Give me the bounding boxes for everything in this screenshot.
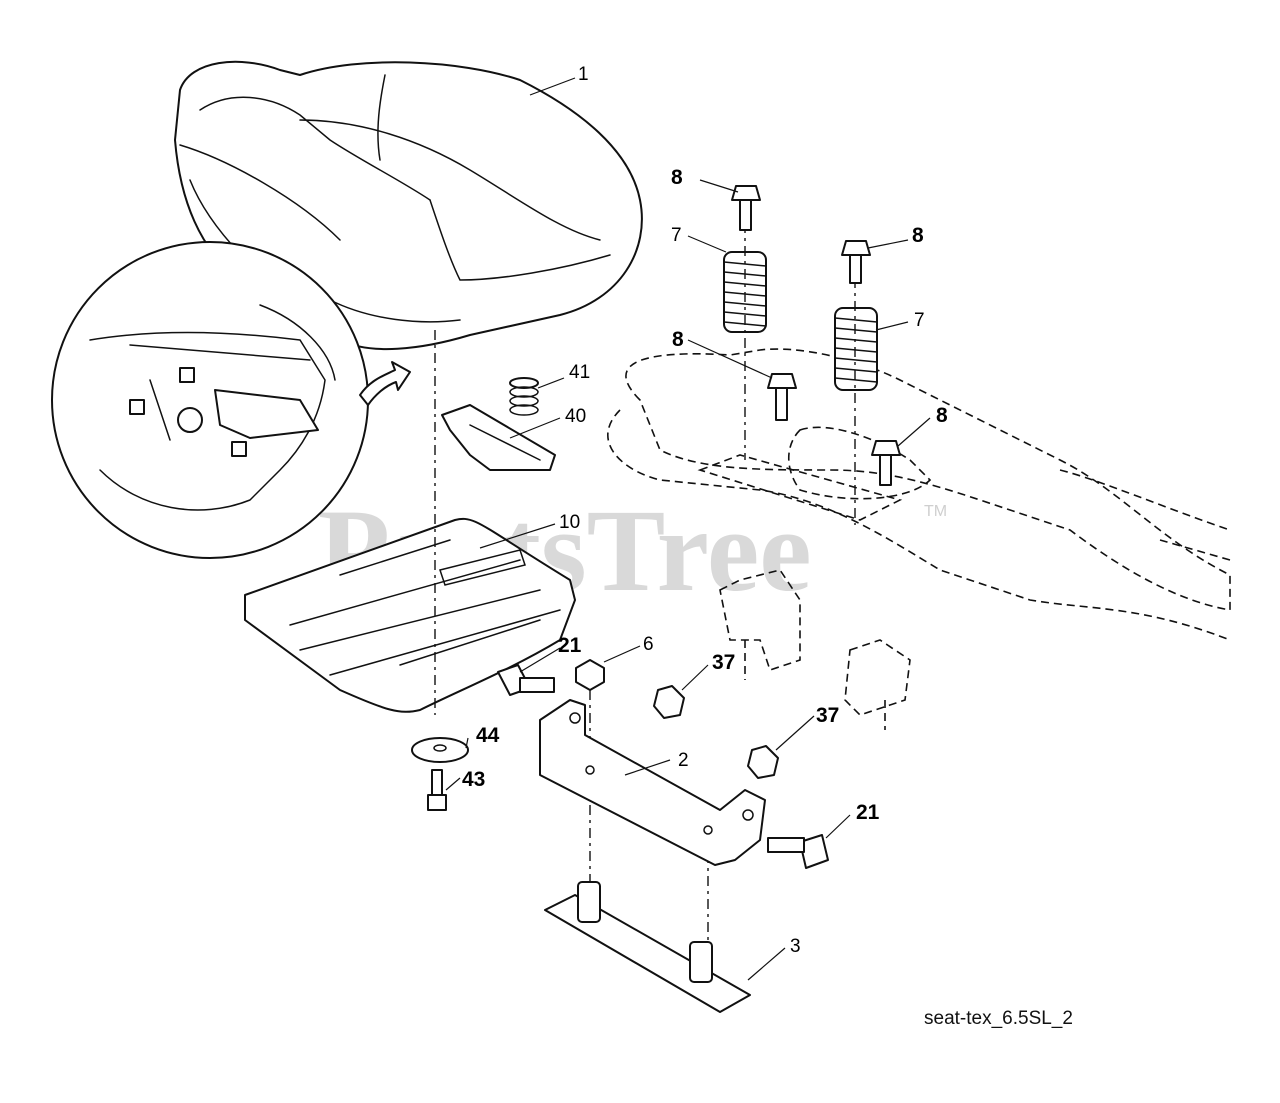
spring-right [834, 307, 878, 391]
callout-10: 10 [559, 512, 580, 533]
callout-2: 2 [678, 750, 689, 771]
callout-21-b: 21 [856, 801, 880, 824]
bolt-21-right [767, 834, 829, 869]
seat-bracket [539, 699, 766, 866]
callout-8-d: 8 [936, 404, 948, 427]
callout-44: 44 [476, 724, 500, 747]
nut-37-upper [653, 685, 685, 719]
bolt-8-a [731, 185, 761, 231]
compression-spring-small [509, 377, 539, 416]
washer-44 [411, 737, 469, 763]
bolt-21-left [497, 664, 555, 696]
callout-8-c: 8 [672, 328, 684, 351]
callout-43: 43 [462, 768, 485, 791]
callout-37-a: 37 [712, 651, 735, 674]
callout-21-a: 21 [558, 634, 582, 657]
bolt-8-d [871, 440, 901, 486]
callout-41: 41 [569, 362, 590, 383]
callout-7-b: 7 [914, 310, 925, 331]
callout-3: 3 [790, 936, 801, 957]
detail-inset-circle [51, 241, 369, 559]
leader-lines [445, 77, 931, 981]
callout-7-a: 7 [671, 225, 682, 246]
detail-arrow-icon [359, 361, 411, 406]
washer-hole [433, 744, 447, 752]
clip-part [441, 404, 556, 471]
callout-6: 6 [643, 634, 654, 655]
hex-nut-6 [575, 659, 605, 691]
screw-43 [427, 769, 447, 811]
nut-37-lower [747, 745, 779, 779]
diagram-reference-id: seat-tex_6.5SL_2 [924, 1008, 1073, 1029]
callout-8-a: 8 [671, 166, 683, 189]
bolt-8-b [841, 240, 871, 284]
callout-37-b: 37 [816, 704, 839, 727]
base-plate [544, 881, 751, 1013]
callout-8-b: 8 [912, 224, 924, 247]
bolt-8-c [767, 373, 797, 421]
watermark-trademark: TM [924, 503, 947, 520]
callout-40: 40 [565, 406, 586, 427]
callout-1: 1 [578, 64, 589, 85]
tractor-frame-outline [607, 348, 1231, 730]
